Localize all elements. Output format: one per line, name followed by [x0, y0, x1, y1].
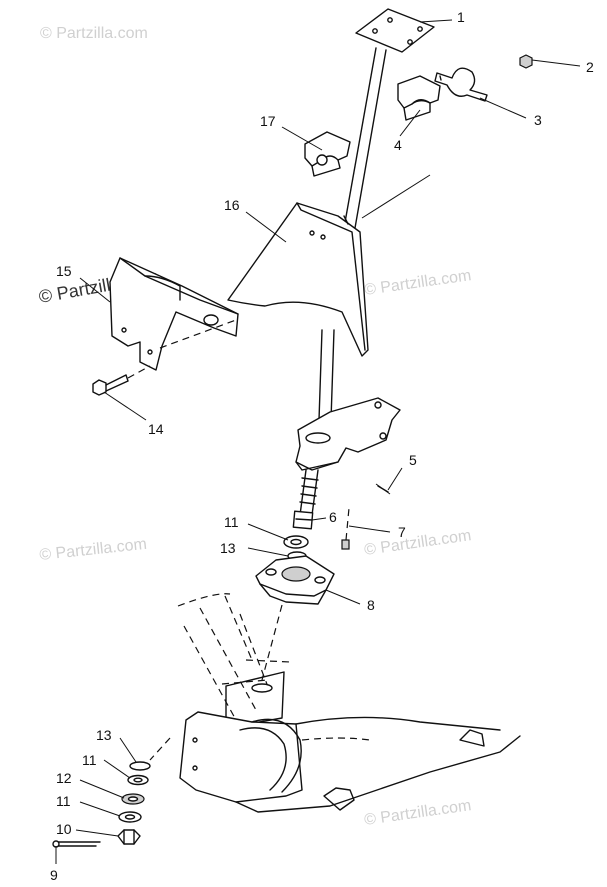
watermark: © Partzilla.com	[363, 527, 472, 559]
steering-block-part-8	[255, 555, 335, 681]
callout-10: 10	[56, 821, 72, 837]
lower-hardware-stack	[117, 761, 151, 845]
callout-15: 15	[56, 263, 72, 279]
watermark: © Partzilla.com	[40, 25, 148, 42]
frame-body	[149, 711, 521, 813]
mount-bracket-part-15	[109, 257, 239, 371]
cotter-pin-part-9	[52, 840, 101, 848]
console-bracket	[227, 202, 369, 357]
bolt-part-14	[92, 365, 151, 396]
leader-lines	[55, 19, 581, 864]
callout-13-upper: 13	[220, 540, 236, 556]
callout-6: 6	[329, 509, 337, 525]
pin-part-7	[341, 507, 350, 550]
callout-7: 7	[398, 524, 406, 540]
callout-4: 4	[394, 137, 402, 153]
watermark: © Partzilla.com	[363, 797, 472, 829]
watermark: © Partzilla.com	[39, 536, 148, 564]
callout-11-mid: 11	[82, 752, 97, 768]
callout-3: 3	[534, 112, 542, 128]
nut-part-2	[519, 54, 533, 69]
clamp-part-3	[434, 67, 488, 102]
steering-post	[317, 8, 435, 451]
bushing-part-17	[304, 131, 351, 177]
callout-11-lower: 11	[56, 793, 71, 809]
callout-14: 14	[148, 421, 164, 437]
callout-9: 9	[50, 867, 58, 883]
callout-2: 2	[586, 59, 594, 75]
lower-post-bracket	[295, 397, 401, 471]
callout-5: 5	[409, 452, 417, 468]
callouts: 1 2 3 4 5 6 7 8 9 10 11 11 11 12 13 13 1…	[50, 9, 594, 883]
callout-1: 1	[457, 9, 465, 25]
bushing-part-4	[397, 75, 441, 121]
callout-8: 8	[367, 597, 375, 613]
callout-11-upper: 11	[224, 514, 239, 530]
shaft-spline-part-6	[292, 469, 319, 530]
callout-17: 17	[260, 113, 276, 129]
callout-13-lower: 13	[96, 727, 112, 743]
cotter-pin-part-5	[375, 483, 391, 495]
callout-12: 12	[56, 770, 72, 786]
frame-outline	[177, 593, 291, 729]
watermark: © Partzilla.com	[363, 267, 472, 299]
callout-16: 16	[224, 197, 240, 213]
